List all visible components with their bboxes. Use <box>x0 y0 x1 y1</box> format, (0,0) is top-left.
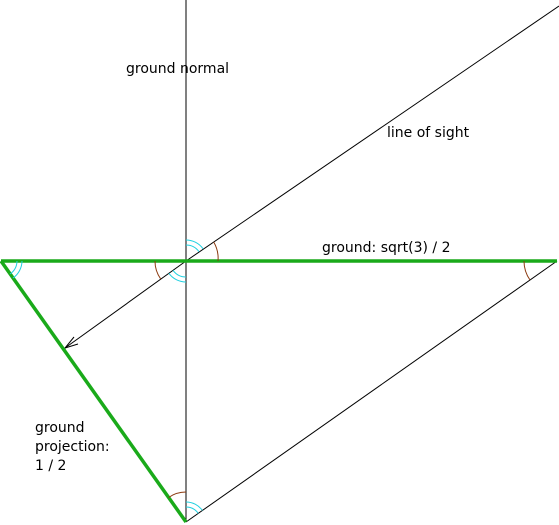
ground-projection-segment <box>0 259 188 524</box>
angle-arc-sight <box>213 241 219 262</box>
parallel-line <box>185 260 558 523</box>
arrowhead <box>63 336 79 349</box>
right-angle-arc-left-inner <box>9 260 18 275</box>
ground-projection-label-line2: projection: <box>35 439 110 455</box>
ground-projection-label-line3: 1 / 2 <box>35 458 67 474</box>
line-of-sight-extension <box>64 260 187 349</box>
angle-arc-right <box>523 260 531 281</box>
line-of-sight-label: line of sight <box>387 125 470 141</box>
right-angle-arc-top-outer <box>185 239 204 250</box>
ground-normal-label: ground normal <box>126 61 230 77</box>
right-angle-arc-bottom-inner <box>185 506 199 514</box>
ground-label: ground: sqrt(3) / 2 <box>322 240 451 256</box>
right-angle-arc-left-outer <box>12 260 23 279</box>
angle-arc-bottom <box>168 491 187 498</box>
right-angle-arc-mid-outer <box>168 272 187 283</box>
right-angle-arc-mid-inner <box>172 269 187 278</box>
ground-projection-label-line1: ground <box>35 420 85 436</box>
right-angle-arc-bottom-outer <box>185 501 203 511</box>
right-angle-arc-top-inner <box>185 244 200 253</box>
line-of-sight <box>185 5 559 262</box>
angle-arc-left-mid <box>154 260 162 280</box>
